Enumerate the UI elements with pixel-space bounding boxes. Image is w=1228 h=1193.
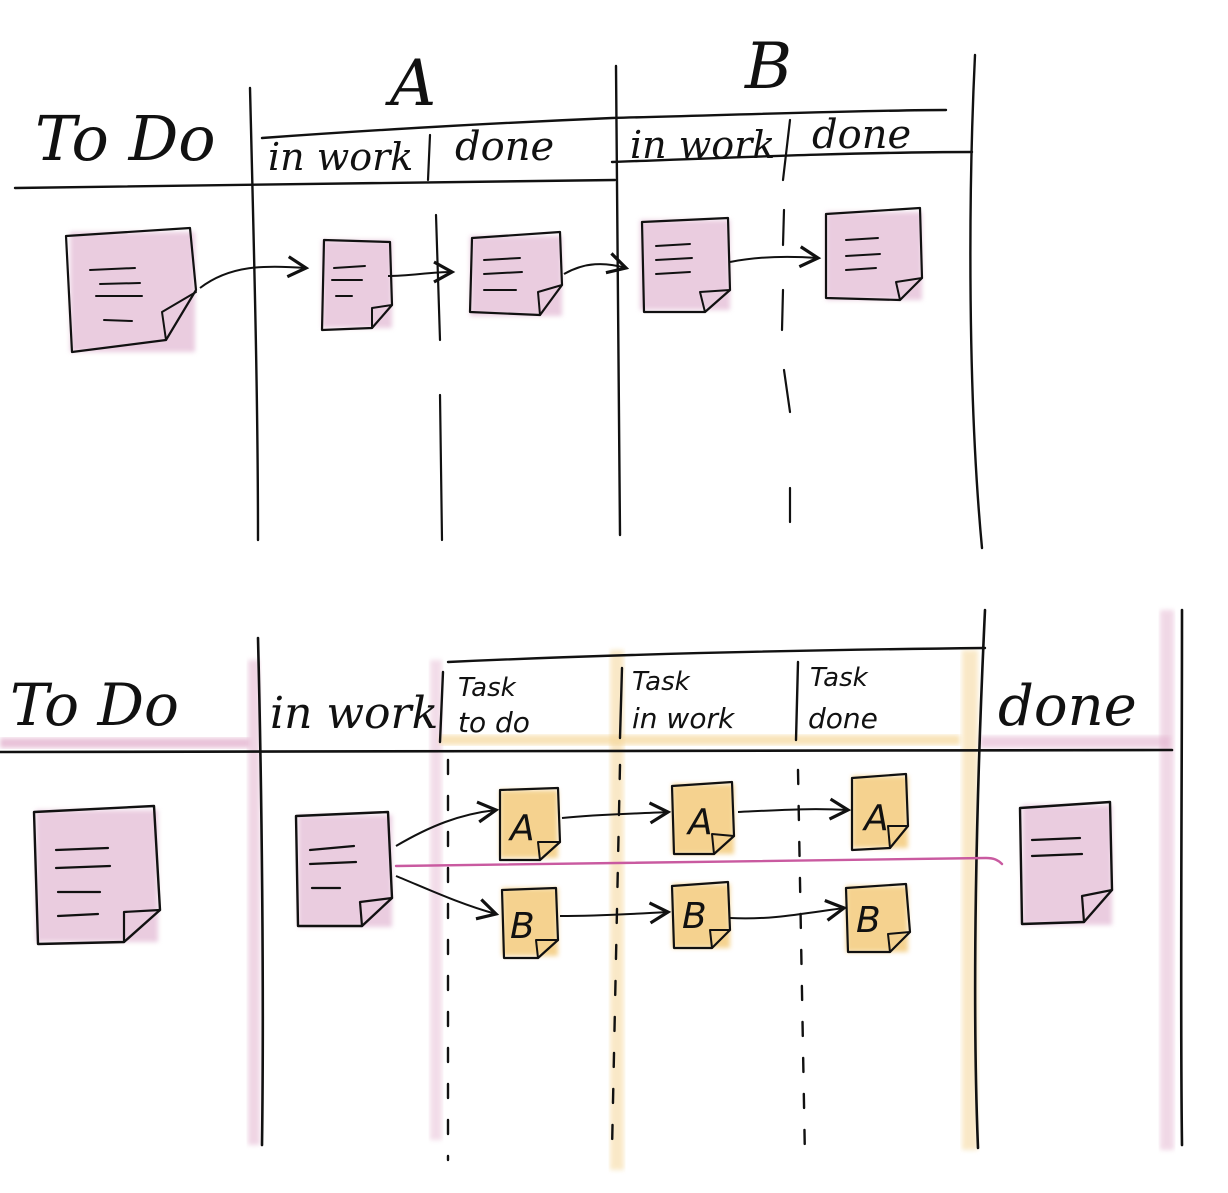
top-arrow-3	[563, 252, 630, 275]
top-note-b-done	[824, 206, 924, 302]
top-a-inwork-label: in work	[268, 135, 413, 179]
task-a-done: A	[850, 772, 910, 852]
task-a-todo-letter: A	[508, 808, 535, 849]
bottom-task-inwork-label-1: Task	[632, 667, 691, 697]
bottom-task-done-label-2: done	[808, 702, 878, 735]
story-move-line	[394, 856, 1004, 868]
top-a-sub-divider	[426, 133, 444, 542]
task-b-inwork-letter: B	[682, 896, 707, 937]
task-a-todo: A	[498, 786, 562, 862]
top-arrow-2	[387, 260, 456, 284]
bottom-done-heading: done	[998, 674, 1137, 739]
top-note-todo	[64, 226, 198, 354]
bottom-task-inwork-label-2: in work	[632, 702, 736, 735]
top-note-a-inwork	[320, 238, 394, 332]
top-board: To Do A B in work done in work done	[13, 30, 984, 550]
top-todo-heading: To Do	[35, 102, 216, 175]
top-b-done-label: done	[812, 112, 911, 158]
top-stage-a-title: A	[385, 47, 436, 121]
bottom-col-line-1	[256, 636, 265, 1147]
top-b-sub-divider	[780, 118, 792, 524]
top-col-line-1	[248, 86, 260, 542]
top-col-line-3	[969, 53, 984, 550]
top-arrow-4	[729, 245, 822, 269]
top-stage-b-title: B	[744, 30, 792, 104]
task-a-inwork: A	[670, 780, 736, 856]
arrow-b-1	[559, 901, 672, 925]
top-col-line-2	[614, 64, 622, 537]
task-b-todo-letter: B	[510, 906, 535, 947]
bottom-board: To Do in work Task to do Task in work Ta…	[0, 608, 1184, 1170]
arrow-a-1	[561, 801, 672, 825]
arrow-b-2	[729, 899, 848, 922]
bottom-col-line-3	[618, 666, 624, 740]
bottom-task-todo-label-2: to do	[458, 706, 530, 739]
task-b-done: B	[844, 882, 912, 954]
top-note-a-done	[468, 230, 564, 317]
top-header-line	[13, 178, 617, 190]
arrow-a-2	[737, 797, 852, 821]
bottom-inwork-heading: in work	[270, 688, 438, 739]
bottom-todo-heading: To Do	[10, 671, 179, 739]
top-arrow-1	[199, 255, 310, 289]
bottom-task-todo-label-1: Task	[458, 673, 517, 703]
top-a-done-label: done	[455, 124, 554, 170]
bottom-col-line-4	[794, 660, 800, 742]
bottom-note-inwork	[294, 810, 394, 928]
bottom-dash-line-2	[610, 763, 622, 1152]
task-a-inwork-letter: A	[686, 802, 713, 843]
task-b-inwork: B	[670, 880, 732, 950]
task-a-done-letter: A	[862, 798, 889, 839]
top-subheader-line-right	[610, 150, 974, 164]
bottom-note-done	[1018, 800, 1114, 926]
bottom-task-header-top	[446, 646, 987, 664]
bottom-header-line	[0, 747, 1174, 754]
top-note-b-inwork	[640, 216, 732, 314]
split-arrow-b	[395, 875, 500, 921]
top-subheader-line-a	[260, 108, 948, 140]
task-b-todo: B	[500, 886, 560, 960]
bottom-dash-line-3	[796, 768, 807, 1162]
bottom-col-line-6	[1179, 608, 1184, 1147]
bottom-col-line-5	[973, 608, 987, 1150]
split-arrow-a	[395, 800, 500, 847]
bottom-note-todo	[32, 804, 162, 946]
task-b-done-letter: B	[856, 900, 881, 941]
bottom-task-done-label-1: Task	[810, 663, 869, 693]
bottom-col-line-2	[438, 670, 445, 744]
